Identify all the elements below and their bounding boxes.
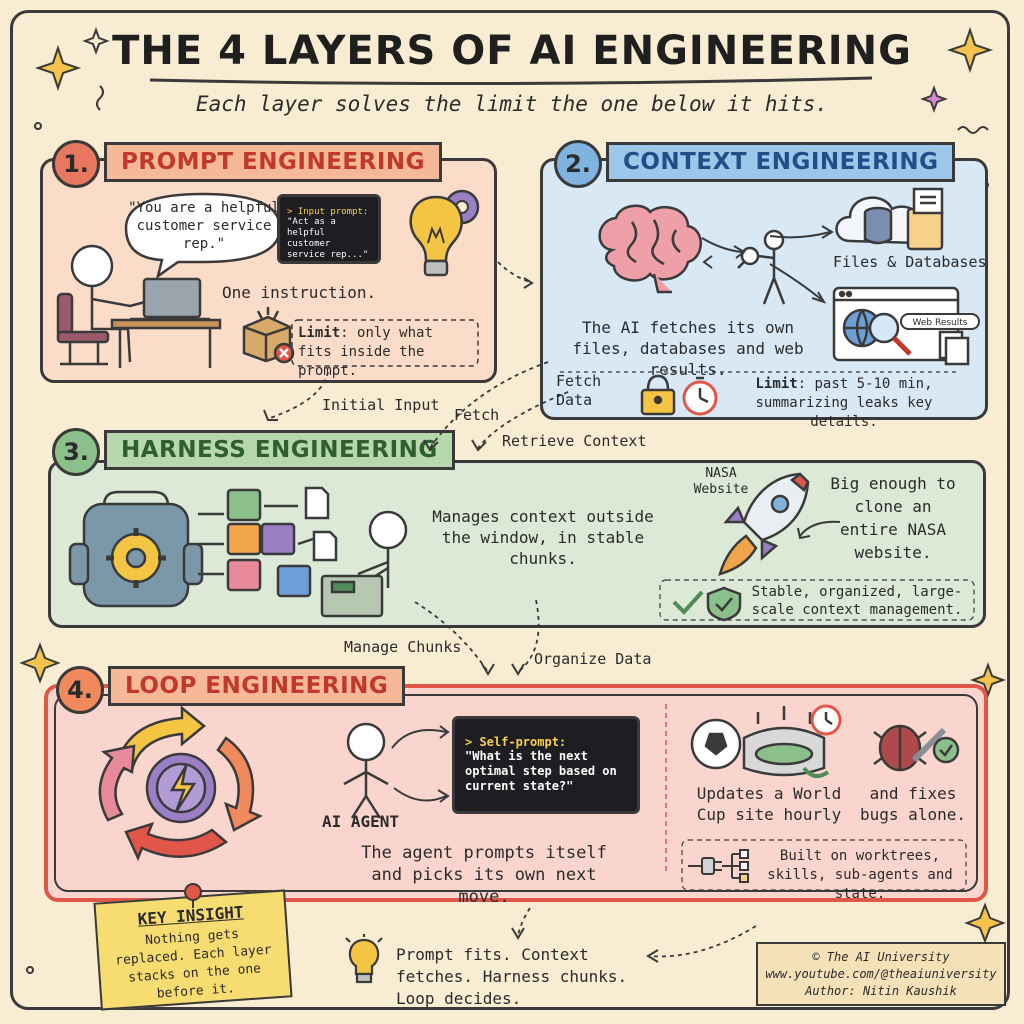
fetch-label: Fetch bbox=[454, 406, 500, 424]
page-title: THE 4 LAYERS OF AI ENGINEERING bbox=[112, 28, 912, 74]
backpack-gear-icon bbox=[68, 490, 204, 608]
box-icon bbox=[242, 307, 295, 364]
layer-2-dashed-divider bbox=[560, 371, 960, 373]
retrieve-context-label: Retrieve Context bbox=[502, 432, 647, 450]
limit-text: : only what fits inside the prompt. bbox=[298, 325, 433, 379]
layer-2-title: CONTEXT ENGINEERING bbox=[606, 142, 956, 182]
lock-timer-icon bbox=[640, 374, 718, 416]
web-results-window bbox=[832, 286, 970, 366]
search-person-icon bbox=[737, 229, 786, 305]
cloud-database-icon bbox=[835, 187, 944, 251]
person-at-desk-icon bbox=[56, 244, 222, 368]
nasa-caption: Big enough to clone an entire NASA websi… bbox=[830, 474, 956, 562]
layer-4-title: LOOP ENGINEERING bbox=[108, 666, 406, 706]
title-underline bbox=[149, 76, 873, 86]
fetch-data-label: Fetch Data bbox=[556, 372, 602, 409]
speech-text: "You are a helpful customer service rep.… bbox=[128, 200, 280, 252]
page-subtitle: Each layer solves the limit the one belo… bbox=[195, 92, 829, 116]
layer-1-number: 1. bbox=[52, 140, 100, 188]
check-shield-icon bbox=[672, 586, 742, 622]
self-prompt-text: "What is the next optimal step based on … bbox=[465, 749, 617, 793]
layer-3-number: 3. bbox=[52, 428, 100, 476]
layer-3-title: HARNESS ENGINEERING bbox=[104, 430, 455, 470]
layer-1-caption: One instruction. bbox=[222, 283, 377, 302]
agent-label: AI AGENT bbox=[322, 812, 400, 831]
stable-dashed-box bbox=[659, 579, 975, 621]
key-insight-text: Nothing gets replaced. Each layer stacks… bbox=[114, 926, 272, 1002]
layer-4-terminal: > Self-prompt: "What is the next optimal… bbox=[452, 716, 640, 814]
layer-3-caption: Manages context outside the window, in s… bbox=[432, 507, 654, 568]
limit-label-2: Limit bbox=[755, 376, 798, 392]
layer-4-panel bbox=[54, 694, 978, 892]
files-databases-label: Files & Databases bbox=[833, 253, 987, 271]
outer-frame bbox=[10, 10, 1010, 1010]
nasa-label: NASA Website bbox=[693, 466, 749, 497]
puzzle-pieces-icon bbox=[198, 486, 338, 598]
initial-input-label: Initial Input bbox=[322, 396, 440, 414]
layer-2-number: 2. bbox=[554, 140, 602, 188]
worldcup-caption: Updates a World Cup site hourly bbox=[696, 784, 842, 824]
layer-4-number: 4. bbox=[56, 666, 104, 714]
credits-youtube-link[interactable]: www.youtube.com/@theaiuniversity bbox=[765, 967, 997, 981]
rocket-icon bbox=[718, 472, 810, 576]
layer-2-limit: Limit: past 5-10 min, summarizing leaks … bbox=[724, 375, 964, 432]
layer-1-limit: Limit: only what fits inside the prompt. bbox=[298, 324, 470, 381]
agent-figure-icon bbox=[343, 722, 389, 819]
organize-data-label: Organize Data bbox=[534, 650, 652, 668]
built-dashed-box bbox=[681, 839, 967, 891]
limit-text-2: : past 5-10 min, summarizing leaks key d… bbox=[755, 376, 933, 430]
terminal-label: > Input prompt: bbox=[287, 207, 369, 217]
plug-icon bbox=[688, 849, 749, 883]
web-results-label: Web Results bbox=[900, 313, 980, 330]
credits-box: © The AI University www.youtube.com/@the… bbox=[756, 942, 1006, 1006]
person-computer-icon bbox=[320, 510, 408, 618]
layer-1-title: PROMPT ENGINEERING bbox=[104, 142, 443, 182]
pushpin-icon bbox=[184, 883, 202, 908]
credits-line-1: © The AI University bbox=[812, 950, 950, 964]
stable-caption: Stable, organized, large-scale context m… bbox=[751, 584, 963, 618]
summary-text: Prompt fits. Context fetches. Harness ch… bbox=[396, 945, 628, 1008]
layer-1-terminal: > Input prompt: "Act as a helpful custom… bbox=[277, 194, 381, 264]
self-prompt-label: > Self-prompt: bbox=[465, 735, 567, 749]
manage-chunks-label: Manage Chunks bbox=[344, 638, 462, 656]
built-caption: Built on worktrees, skills, sub-agents a… bbox=[767, 848, 953, 902]
summary-lightbulb-icon bbox=[345, 934, 383, 984]
layer-3-panel bbox=[48, 460, 986, 628]
bug-wrench-icon bbox=[873, 724, 960, 772]
terminal-text: "Act as a helpful customer service rep..… bbox=[287, 217, 369, 260]
brain-icon bbox=[598, 204, 702, 294]
layer-4-caption: The agent prompts itself and picks its o… bbox=[361, 843, 607, 907]
soccer-stadium-icon bbox=[690, 704, 842, 779]
lightbulb-gear-icon bbox=[409, 189, 480, 277]
layer-2-caption: The AI fetches its own files, databases … bbox=[572, 318, 804, 379]
cycle-gear-icon bbox=[98, 705, 263, 862]
credits-line-3: Author: Nitin Kaushik bbox=[805, 984, 957, 998]
bugs-caption: and fixes bugs alone. bbox=[860, 784, 966, 824]
limit-label: Limit bbox=[298, 325, 341, 341]
layer-4-dashed-divider bbox=[665, 704, 667, 874]
limit-dashed-box bbox=[291, 319, 479, 367]
